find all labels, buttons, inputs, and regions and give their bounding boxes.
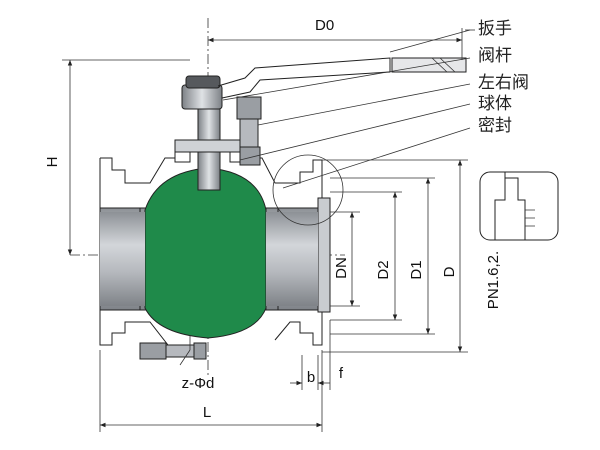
- dim-dn-label: DN: [333, 257, 350, 279]
- callout-stem: 阀杆: [478, 46, 512, 65]
- callout-leaders: [222, 29, 475, 189]
- callout-body-halves: 左右阀: [478, 73, 529, 92]
- dim-l-label: L: [203, 404, 211, 421]
- ball: [144, 167, 267, 339]
- pn-detail: [479, 171, 559, 241]
- dim-b-label: b: [307, 369, 315, 386]
- callout-handle: 扳手: [478, 19, 512, 38]
- dim-h-label: H: [44, 157, 61, 168]
- dim-f-label: f: [339, 365, 344, 382]
- dim-d2-label: D2: [375, 260, 392, 279]
- stem-assembly: [174, 57, 467, 191]
- dim-d1-label: D1: [408, 260, 425, 279]
- pn-label: PN1.6,2.: [485, 251, 502, 309]
- dim-bolt-holes-label: z-Φd: [182, 375, 215, 392]
- detail-circle: [272, 154, 344, 226]
- dim-d-label: D: [441, 266, 458, 277]
- lower-bolts: [139, 342, 207, 360]
- dim-d0-label: D0: [315, 17, 334, 34]
- callout-seal: 密封: [478, 116, 512, 135]
- callout-ball: 球体: [478, 94, 512, 113]
